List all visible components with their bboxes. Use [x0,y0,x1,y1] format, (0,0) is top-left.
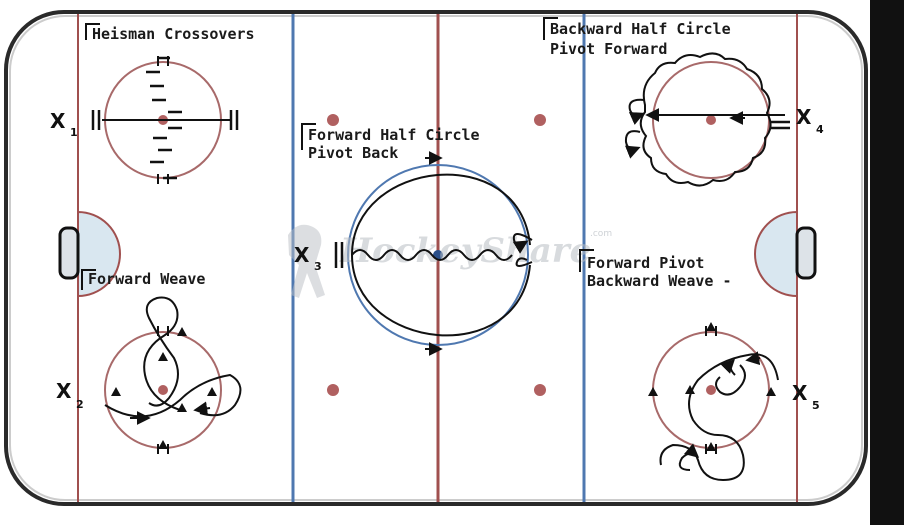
forward-pivot-title-line1: Forward Pivot [587,254,704,272]
player-x1-mark: X [50,109,66,133]
player-x1-number: 1 [70,126,78,139]
backward-half-title-line1: Backward Half Circle [550,20,731,38]
heisman-title: Heisman Crossovers [92,25,255,43]
forward-pivot-drill: Forward Pivot Backward Weave - [579,249,779,482]
shadow-band [870,0,904,525]
heisman-drill: Heisman Crossovers [85,23,255,180]
watermark-suffix: .com [590,229,612,239]
player-x3-number: 3 [314,260,322,273]
forward-weave-title: Forward Weave [88,270,205,288]
player-x2-mark: X [56,379,72,403]
watermark: HockeyShare .com [288,224,612,298]
forward-half-drill: Forward Half Circle Pivot Back [301,123,533,356]
forward-half-title-line2: Pivot Back [308,144,398,162]
forward-pivot-title-line2: Backward Weave - [587,272,732,290]
forward-half-title-line1: Forward Half Circle [308,126,480,144]
player-x1: X 1 [50,109,78,139]
player-x4-mark: X [796,105,812,129]
rink-boards-inner [9,15,863,501]
backward-half-title-line2: Pivot Forward [550,40,667,58]
player-x3: X 3 [294,243,322,273]
forward-weave-drill: Forward Weave [81,269,242,449]
player-x3-mark: X [294,243,310,267]
player-x2: X 2 [56,379,84,411]
net-left [58,226,80,280]
crease-right [754,210,798,298]
player-x5: X 5 [792,381,820,412]
player-x5-number: 5 [812,399,820,412]
player-x2-number: 2 [76,398,84,411]
watermark-text: HockeyShare [339,231,591,271]
backward-half-drill: Backward Half Circle Pivot Forward [543,17,790,187]
player-x5-mark: X [792,381,808,405]
crease-left [77,210,121,298]
watermark-player-icon [288,224,325,298]
player-x4-number: 4 [816,123,824,136]
net-right [795,226,817,280]
player-x4: X 4 [796,105,824,136]
